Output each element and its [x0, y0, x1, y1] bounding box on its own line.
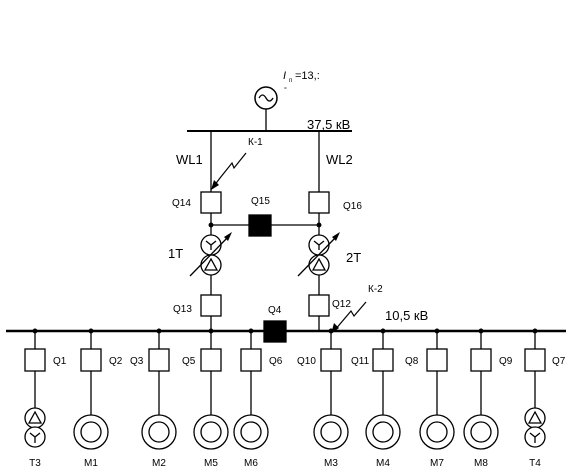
breaker-q13: [200, 294, 222, 317]
load-Т3-label: Т3: [29, 458, 41, 469]
breaker-q15-label: Q15: [251, 196, 270, 207]
breaker-q13-label: Q13: [173, 304, 192, 315]
motor-М3: [313, 414, 349, 450]
breaker-q8: [426, 348, 448, 372]
line-wl1-label: WL1: [176, 152, 203, 167]
breaker-q9: [470, 348, 492, 372]
motor-М5: [193, 414, 229, 450]
fault-k1-arrow: [211, 152, 247, 190]
transformer-2t-label: 2Т: [346, 250, 361, 265]
breaker-q11-label: Q11: [351, 356, 370, 367]
transformer-1t: [189, 232, 232, 277]
breaker-q6-label: Q6: [269, 356, 283, 367]
breaker-q12-label: Q12: [332, 299, 351, 310]
source-current-label: I: [283, 70, 286, 82]
feeder-q9: [463, 328, 499, 450]
breaker-q5-label: Q5: [182, 356, 196, 367]
breaker-q16: [308, 191, 330, 214]
feeder-q11: [365, 328, 401, 450]
load-М5-label: М5: [204, 458, 218, 469]
breaker-q2-label: Q2: [109, 356, 123, 367]
load-М7-label: М7: [430, 458, 444, 469]
feeder-q2: [73, 328, 109, 450]
breaker-q12: [308, 294, 330, 317]
load-М8-label: М8: [474, 458, 488, 469]
generator-source: [254, 86, 278, 131]
breaker-q9-label: Q9: [499, 356, 513, 367]
breaker-q11: [372, 348, 394, 372]
feeder-q6: [233, 328, 269, 450]
breaker-q3: [148, 348, 170, 372]
breaker-q8-label: Q8: [405, 356, 419, 367]
motor-М8: [463, 414, 499, 450]
fault-k1-label: К-1: [248, 137, 263, 148]
breaker-q15: [248, 214, 272, 237]
breaker-q5: [200, 348, 222, 372]
breaker-q3-label: Q3: [130, 356, 144, 367]
breaker-q4: [263, 320, 287, 343]
breaker-q2: [80, 348, 102, 372]
feeder-q10: [313, 328, 349, 450]
load-М1-label: М1: [84, 458, 98, 469]
breaker-q16-label: Q16: [343, 201, 362, 212]
load-М2-label: М2: [152, 458, 166, 469]
transformer-1t-label: 1Т: [168, 246, 183, 261]
motor-М7: [419, 414, 455, 450]
breaker-q1: [24, 348, 46, 372]
breaker-q6: [240, 348, 262, 372]
feeder-q7: [524, 328, 546, 448]
transformer-2t: [297, 232, 340, 277]
breaker-q10-label: Q10: [297, 356, 316, 367]
source-current-note: °: [284, 86, 287, 94]
load-М6-label: М6: [244, 458, 258, 469]
breaker-q4-label: Q4: [268, 305, 282, 316]
fault-k2-label: К-2: [368, 284, 383, 295]
hv-voltage-label: 37,5 кВ: [307, 117, 350, 132]
transformer-Т4: [524, 407, 546, 448]
breaker-q14: [200, 191, 222, 214]
motor-М4: [365, 414, 401, 450]
motor-М6: [233, 414, 269, 450]
motor-М2: [141, 414, 177, 450]
feeder-q3: [141, 328, 177, 450]
load-Т4-label: Т4: [529, 458, 541, 469]
feeder-q1: [24, 328, 46, 448]
line-wl2-label: WL2: [326, 152, 353, 167]
transformer-Т3: [24, 407, 46, 448]
load-М4-label: М4: [376, 458, 390, 469]
breaker-q7-label: Q7: [552, 356, 566, 367]
feeder-q5: [193, 328, 229, 450]
feeder-q8: [419, 328, 455, 450]
breaker-q10: [320, 348, 342, 372]
breaker-q7: [524, 348, 546, 372]
motor-М1: [73, 414, 109, 450]
source-current-value: =13,:: [295, 70, 320, 82]
source-current-sub: п: [289, 78, 292, 84]
breaker-q14-label: Q14: [172, 198, 191, 209]
breaker-q1-label: Q1: [53, 356, 67, 367]
lv-voltage-label: 10,5 кВ: [385, 308, 428, 323]
load-М3-label: М3: [324, 458, 338, 469]
